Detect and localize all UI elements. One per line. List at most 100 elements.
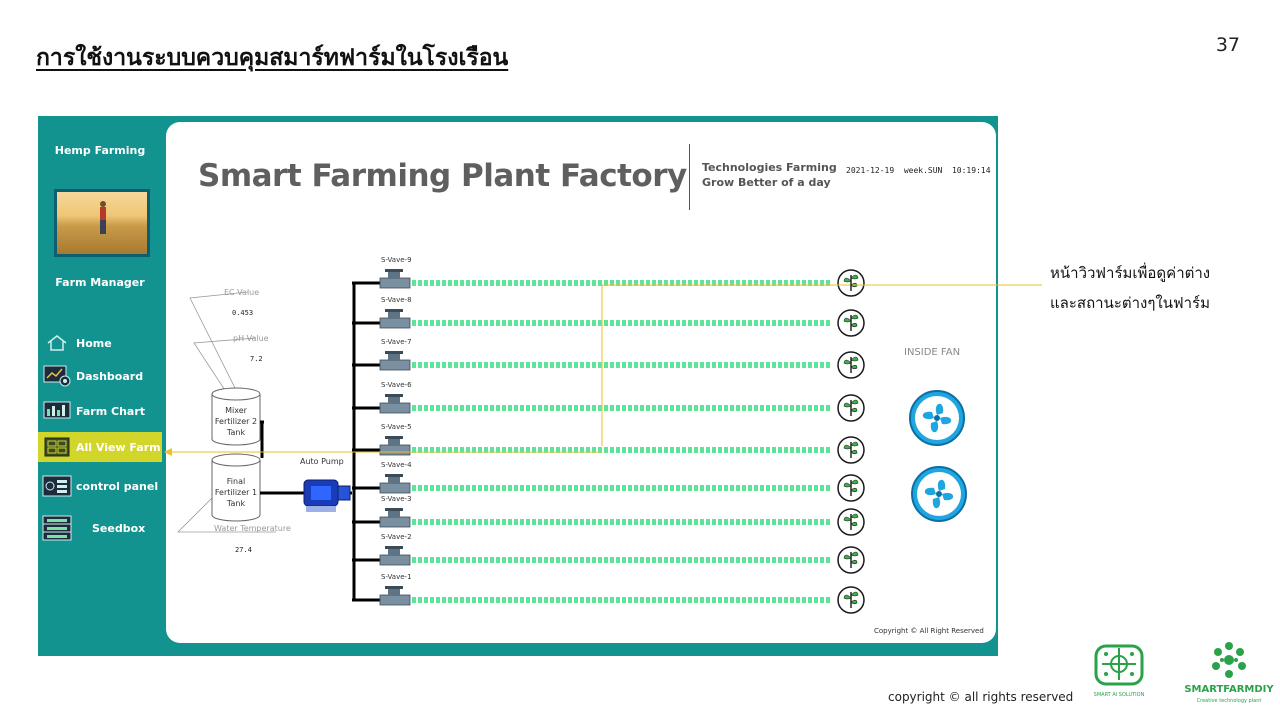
annotation-line2: และสถานะต่างๆในฟาร์ม xyxy=(1050,294,1210,312)
app-window: Hemp Farming Farm Manager Home Dashboard xyxy=(38,116,998,656)
final-tank-shape xyxy=(211,453,261,522)
valve-label: S-Vave-4 xyxy=(381,461,412,469)
ec-label: EC Value xyxy=(224,288,260,297)
valve-row xyxy=(352,351,865,379)
plant-icon xyxy=(837,474,865,502)
plant-icon xyxy=(837,269,865,297)
ec-value: 0.453 xyxy=(232,309,254,317)
farmer-photo xyxy=(54,189,150,257)
footer-copyright: copyright © all rights reserved xyxy=(888,690,1074,704)
valve-label: S-Vave-2 xyxy=(381,533,412,541)
farm-manager-label: Farm Manager xyxy=(55,276,145,289)
brand-label: Hemp Farming xyxy=(54,144,146,157)
valve-icon[interactable] xyxy=(379,474,411,494)
ph-label: pH Value xyxy=(233,334,269,343)
sidebar-item-label: All View Farm xyxy=(76,440,161,454)
dashboard-icon xyxy=(42,365,72,387)
final-tank-label: Final Fertilizer 1 Tank xyxy=(214,477,258,508)
valve-row xyxy=(352,436,865,464)
header-divider xyxy=(689,144,690,210)
inside-fan-label: INSIDE FAN xyxy=(904,347,961,358)
main-panel: Smart Farming Plant Factory Technologies… xyxy=(166,122,996,643)
auto-pump-icon xyxy=(303,479,351,512)
sidebar-item-farm-chart[interactable]: Farm Chart xyxy=(38,396,162,426)
valve-icon[interactable] xyxy=(379,508,411,528)
sidebar-item-all-view-farm[interactable]: All View Farm xyxy=(38,432,162,462)
sidebar-item-home[interactable]: Home xyxy=(38,328,162,358)
water-temp-label: Water Temperature xyxy=(214,524,291,533)
valve-icon[interactable] xyxy=(379,309,411,329)
valve-icon[interactable] xyxy=(379,546,411,566)
valve-row xyxy=(352,269,865,297)
ec-leader-line xyxy=(189,291,249,403)
control-panel-icon xyxy=(42,475,72,497)
mixer-tank-shape xyxy=(211,387,261,446)
home-icon xyxy=(42,332,72,354)
plant-icon xyxy=(837,586,865,614)
valve-icon[interactable] xyxy=(379,269,411,289)
sidebar-item-control-panel[interactable]: control panel xyxy=(38,471,162,501)
plant-icon xyxy=(837,351,865,379)
water-temp-value: 27.4 xyxy=(235,546,252,554)
valve-row xyxy=(352,394,865,422)
ph-value: 7.2 xyxy=(250,355,263,363)
annotation-arrowhead xyxy=(164,448,172,456)
farm-view-icon xyxy=(42,436,72,458)
valve-icon[interactable] xyxy=(379,394,411,414)
sidebar-item-label: control panel xyxy=(76,479,159,493)
valve-label: S-Vave-8 xyxy=(381,296,412,304)
valve-row xyxy=(352,508,865,536)
chart-icon xyxy=(42,400,72,422)
date-value: 2021-12-19 xyxy=(846,166,895,175)
valve-row xyxy=(352,546,865,574)
auto-pump-label: Auto Pump xyxy=(300,457,344,466)
sidebar: Hemp Farming Farm Manager Home Dashboard xyxy=(38,116,162,656)
valve-row xyxy=(352,586,865,614)
sidebar-item-label: Dashboard xyxy=(76,369,144,383)
plant-icon xyxy=(837,546,865,574)
smartfarmdiy-logo: SMARTFARMDIY Creative technology plant xyxy=(1184,640,1274,714)
valve-icon[interactable] xyxy=(379,351,411,371)
weekday-value: week.SUN xyxy=(903,166,943,175)
slide-title: การใช้งานระบบควบคุมสมาร์ทฟาร์มในโรงเรือน xyxy=(36,44,509,71)
valve-label: S-Vave-7 xyxy=(381,338,412,346)
sidebar-item-label: Farm Chart xyxy=(76,404,146,418)
valve-label: S-Vave-5 xyxy=(381,423,412,431)
farm-diagram xyxy=(177,269,967,614)
panel-copyright: Copyright © All Right Reserved xyxy=(874,627,984,635)
valve-label: S-Vave-9 xyxy=(381,256,412,264)
valve-icon[interactable] xyxy=(379,586,411,606)
valve-row xyxy=(352,474,865,502)
annotation-line1: หน้าวิวฟาร์มเพื่อดูค่าต่าง xyxy=(1050,264,1211,282)
smart-ai-solution-logo: SMART AI SOLUTION xyxy=(1088,642,1150,702)
valve-label: S-Vave-6 xyxy=(381,381,412,389)
datetime: 2021-12-19 week.SUN 10:19:14 xyxy=(846,166,991,175)
page-title: Smart Farming Plant Factory xyxy=(198,158,687,194)
mixer-tank-label: Mixer Fertilizer 2 Tank xyxy=(214,406,258,437)
sidebar-item-dashboard[interactable]: Dashboard xyxy=(38,361,162,391)
plant-icon xyxy=(837,508,865,536)
plant-icon xyxy=(837,436,865,464)
sidebar-item-seedbox[interactable]: Seedbox xyxy=(38,513,162,543)
valve-label: S-Vave-3 xyxy=(381,495,412,503)
tagline-line2: Grow Better of a day xyxy=(702,176,831,189)
plant-icon xyxy=(837,309,865,337)
fan-icon xyxy=(911,466,967,522)
sidebar-item-label: Home xyxy=(76,336,112,350)
logo2-text: SMARTFARMDIY xyxy=(1184,684,1274,695)
logo2-subtext: Creative technology plant xyxy=(1196,698,1262,704)
valve-row xyxy=(352,309,865,337)
tagline: Technologies Farming Grow Better of a da… xyxy=(702,160,837,190)
ph-leader-line xyxy=(193,337,257,408)
page-number: 37 xyxy=(1215,34,1240,56)
time-value: 10:19:14 xyxy=(951,166,991,175)
annotation-text: หน้าวิวฟาร์มเพื่อดูค่าต่าง และสถานะต่างๆ… xyxy=(1050,258,1210,318)
logo1-text: SMART AI SOLUTION xyxy=(1093,692,1145,698)
tagline-line1: Technologies Farming xyxy=(702,161,837,174)
sidebar-item-label: Seedbox xyxy=(92,521,146,535)
fan-icon xyxy=(909,390,965,446)
seedbox-icon xyxy=(42,515,72,541)
valve-icon[interactable] xyxy=(379,436,411,456)
valve-label: S-Vave-1 xyxy=(381,573,412,581)
